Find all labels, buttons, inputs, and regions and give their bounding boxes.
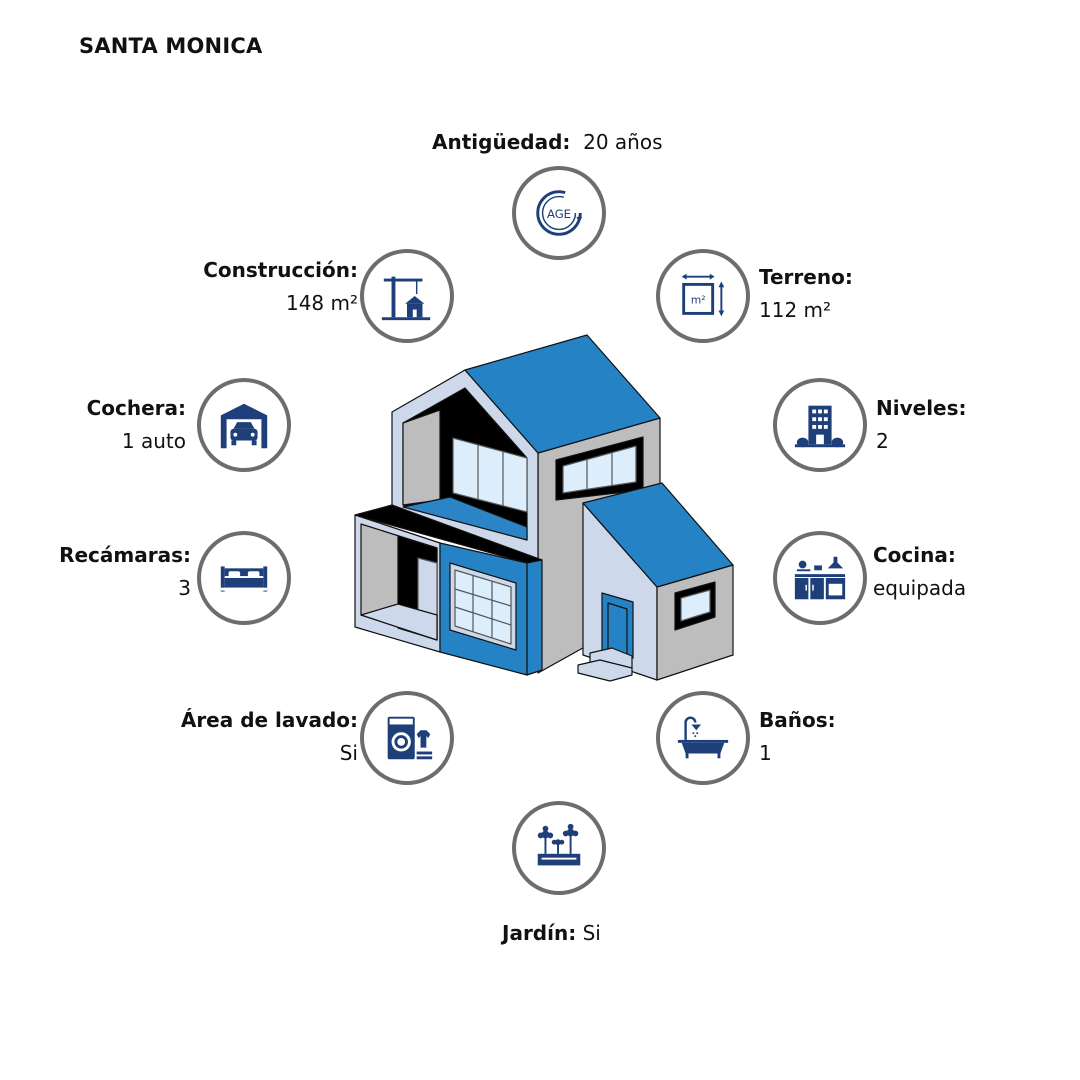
- cocina-label: Cocina:: [873, 543, 956, 567]
- niveles-label-group: Niveles: 2: [876, 392, 967, 458]
- cocina-value: equipada: [873, 576, 967, 600]
- recamaras-label-group: Recámaras: 3: [59, 539, 191, 605]
- lavado-label-group: Área de lavado: Si: [181, 704, 358, 770]
- jardin-label: Jardín:: [502, 921, 577, 945]
- antiguedad-value: 20 años: [583, 130, 663, 154]
- cochera-value: 1 auto: [121, 429, 186, 453]
- cochera-label: Cochera:: [86, 396, 186, 420]
- recamaras-label: Recámaras:: [59, 543, 191, 567]
- terreno-label-group: Terreno: 112 m²: [759, 261, 853, 327]
- antiguedad-label-group: Antigüedad: 20 años: [432, 126, 663, 159]
- niveles-label: Niveles:: [876, 396, 967, 420]
- banos-label: Baños:: [759, 708, 836, 732]
- garden-icon: [512, 801, 606, 895]
- crane-icon: [360, 249, 454, 343]
- jardin-value: Si: [582, 921, 601, 945]
- cochera-label-group: Cochera: 1 auto: [87, 392, 186, 458]
- cocina-label-group: Cocina: equipada: [873, 539, 966, 605]
- age-icon: AGE: [512, 166, 606, 260]
- construccion-value: 148 m²: [285, 291, 358, 315]
- lavado-value: Si: [339, 741, 358, 765]
- construccion-label: Construcción:: [203, 258, 358, 282]
- bed-icon: [197, 531, 291, 625]
- antiguedad-label: Antigüedad:: [432, 130, 571, 154]
- banos-label-group: Baños: 1: [759, 704, 836, 770]
- svg-text:m²: m²: [691, 294, 706, 307]
- terreno-label: Terreno:: [759, 265, 853, 289]
- bathtub-icon: [656, 691, 750, 785]
- washing-machine-icon: [360, 691, 454, 785]
- svg-text:AGE: AGE: [547, 207, 571, 221]
- jardin-label-group: Jardín: Si: [502, 917, 601, 950]
- construccion-label-group: Construcción: 148 m²: [203, 254, 358, 320]
- garage-icon: [197, 378, 291, 472]
- area-m2-icon: m²: [656, 249, 750, 343]
- recamaras-value: 3: [178, 576, 191, 600]
- lavado-label: Área de lavado:: [180, 708, 358, 732]
- terreno-value: 112 m²: [759, 298, 832, 322]
- kitchen-icon: [773, 531, 867, 625]
- niveles-value: 2: [876, 429, 889, 453]
- building-icon: [773, 378, 867, 472]
- banos-value: 1: [759, 741, 772, 765]
- property-title: SANTA MONICA: [79, 34, 263, 58]
